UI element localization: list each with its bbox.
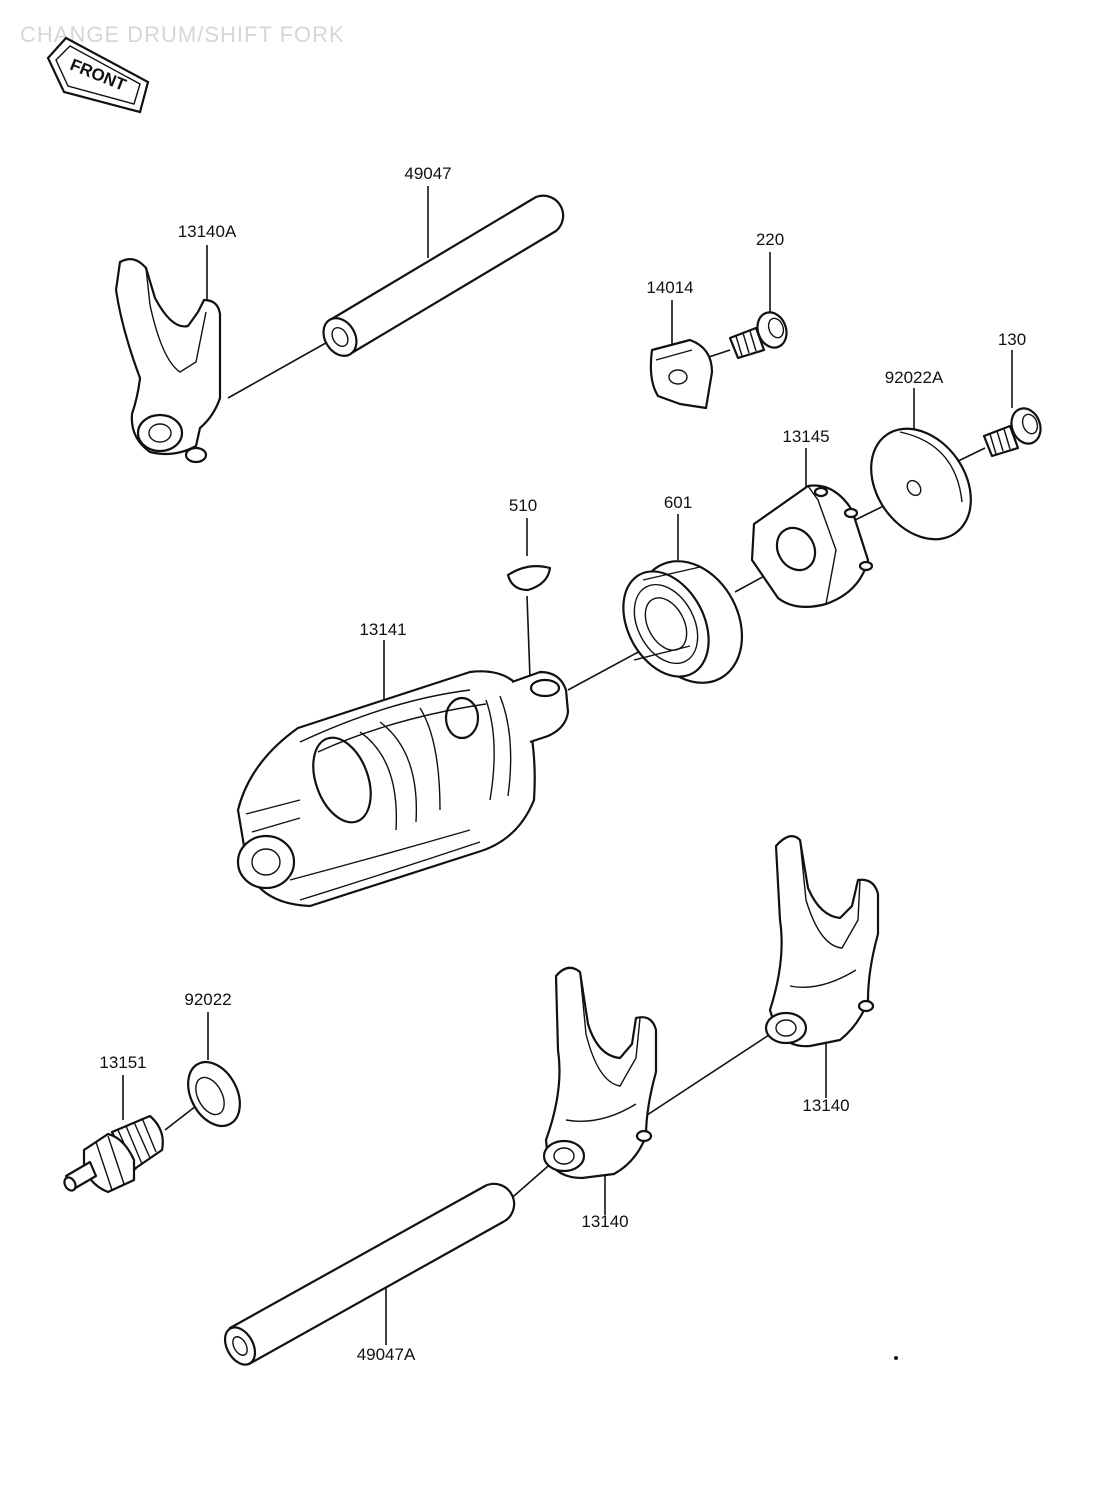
stray-dot <box>894 1356 898 1360</box>
plate-14014 <box>649 338 714 410</box>
screw-220 <box>728 311 788 360</box>
label-13141: 13141 <box>359 620 407 639</box>
leader-lines <box>122 186 1013 1345</box>
label-220: 220 <box>755 230 785 249</box>
change-drum-13141 <box>236 670 570 908</box>
label-13140a: 13140A <box>177 222 237 241</box>
washer-92022 <box>187 1060 241 1128</box>
washer-92022a <box>870 427 972 541</box>
neutral-switch-13151 <box>63 1114 164 1194</box>
label-510: 510 <box>508 496 538 515</box>
label-13151: 13151 <box>99 1053 147 1072</box>
key-510 <box>506 565 552 592</box>
shift-rod-49047 <box>322 194 565 357</box>
shift-fork-13140a <box>114 257 222 464</box>
cam-13145 <box>750 484 874 609</box>
label-49047a: 49047A <box>356 1345 416 1364</box>
shift-fork-13140-middle <box>542 966 658 1180</box>
screw-130 <box>982 407 1042 458</box>
label-601: 601 <box>663 493 693 512</box>
shift-fork-13140-right <box>764 835 880 1048</box>
label-13140-right: 13140 <box>802 1096 850 1115</box>
label-49047: 49047 <box>404 164 452 183</box>
label-92022: 92022 <box>184 990 232 1009</box>
label-130: 130 <box>997 330 1027 349</box>
label-14014: 14014 <box>646 278 694 297</box>
bearing-601 <box>622 560 744 684</box>
label-13140-middle: 13140 <box>581 1212 629 1231</box>
label-92022a: 92022A <box>884 368 944 387</box>
label-13145: 13145 <box>782 427 830 446</box>
shift-rod-49047a <box>223 1182 516 1366</box>
